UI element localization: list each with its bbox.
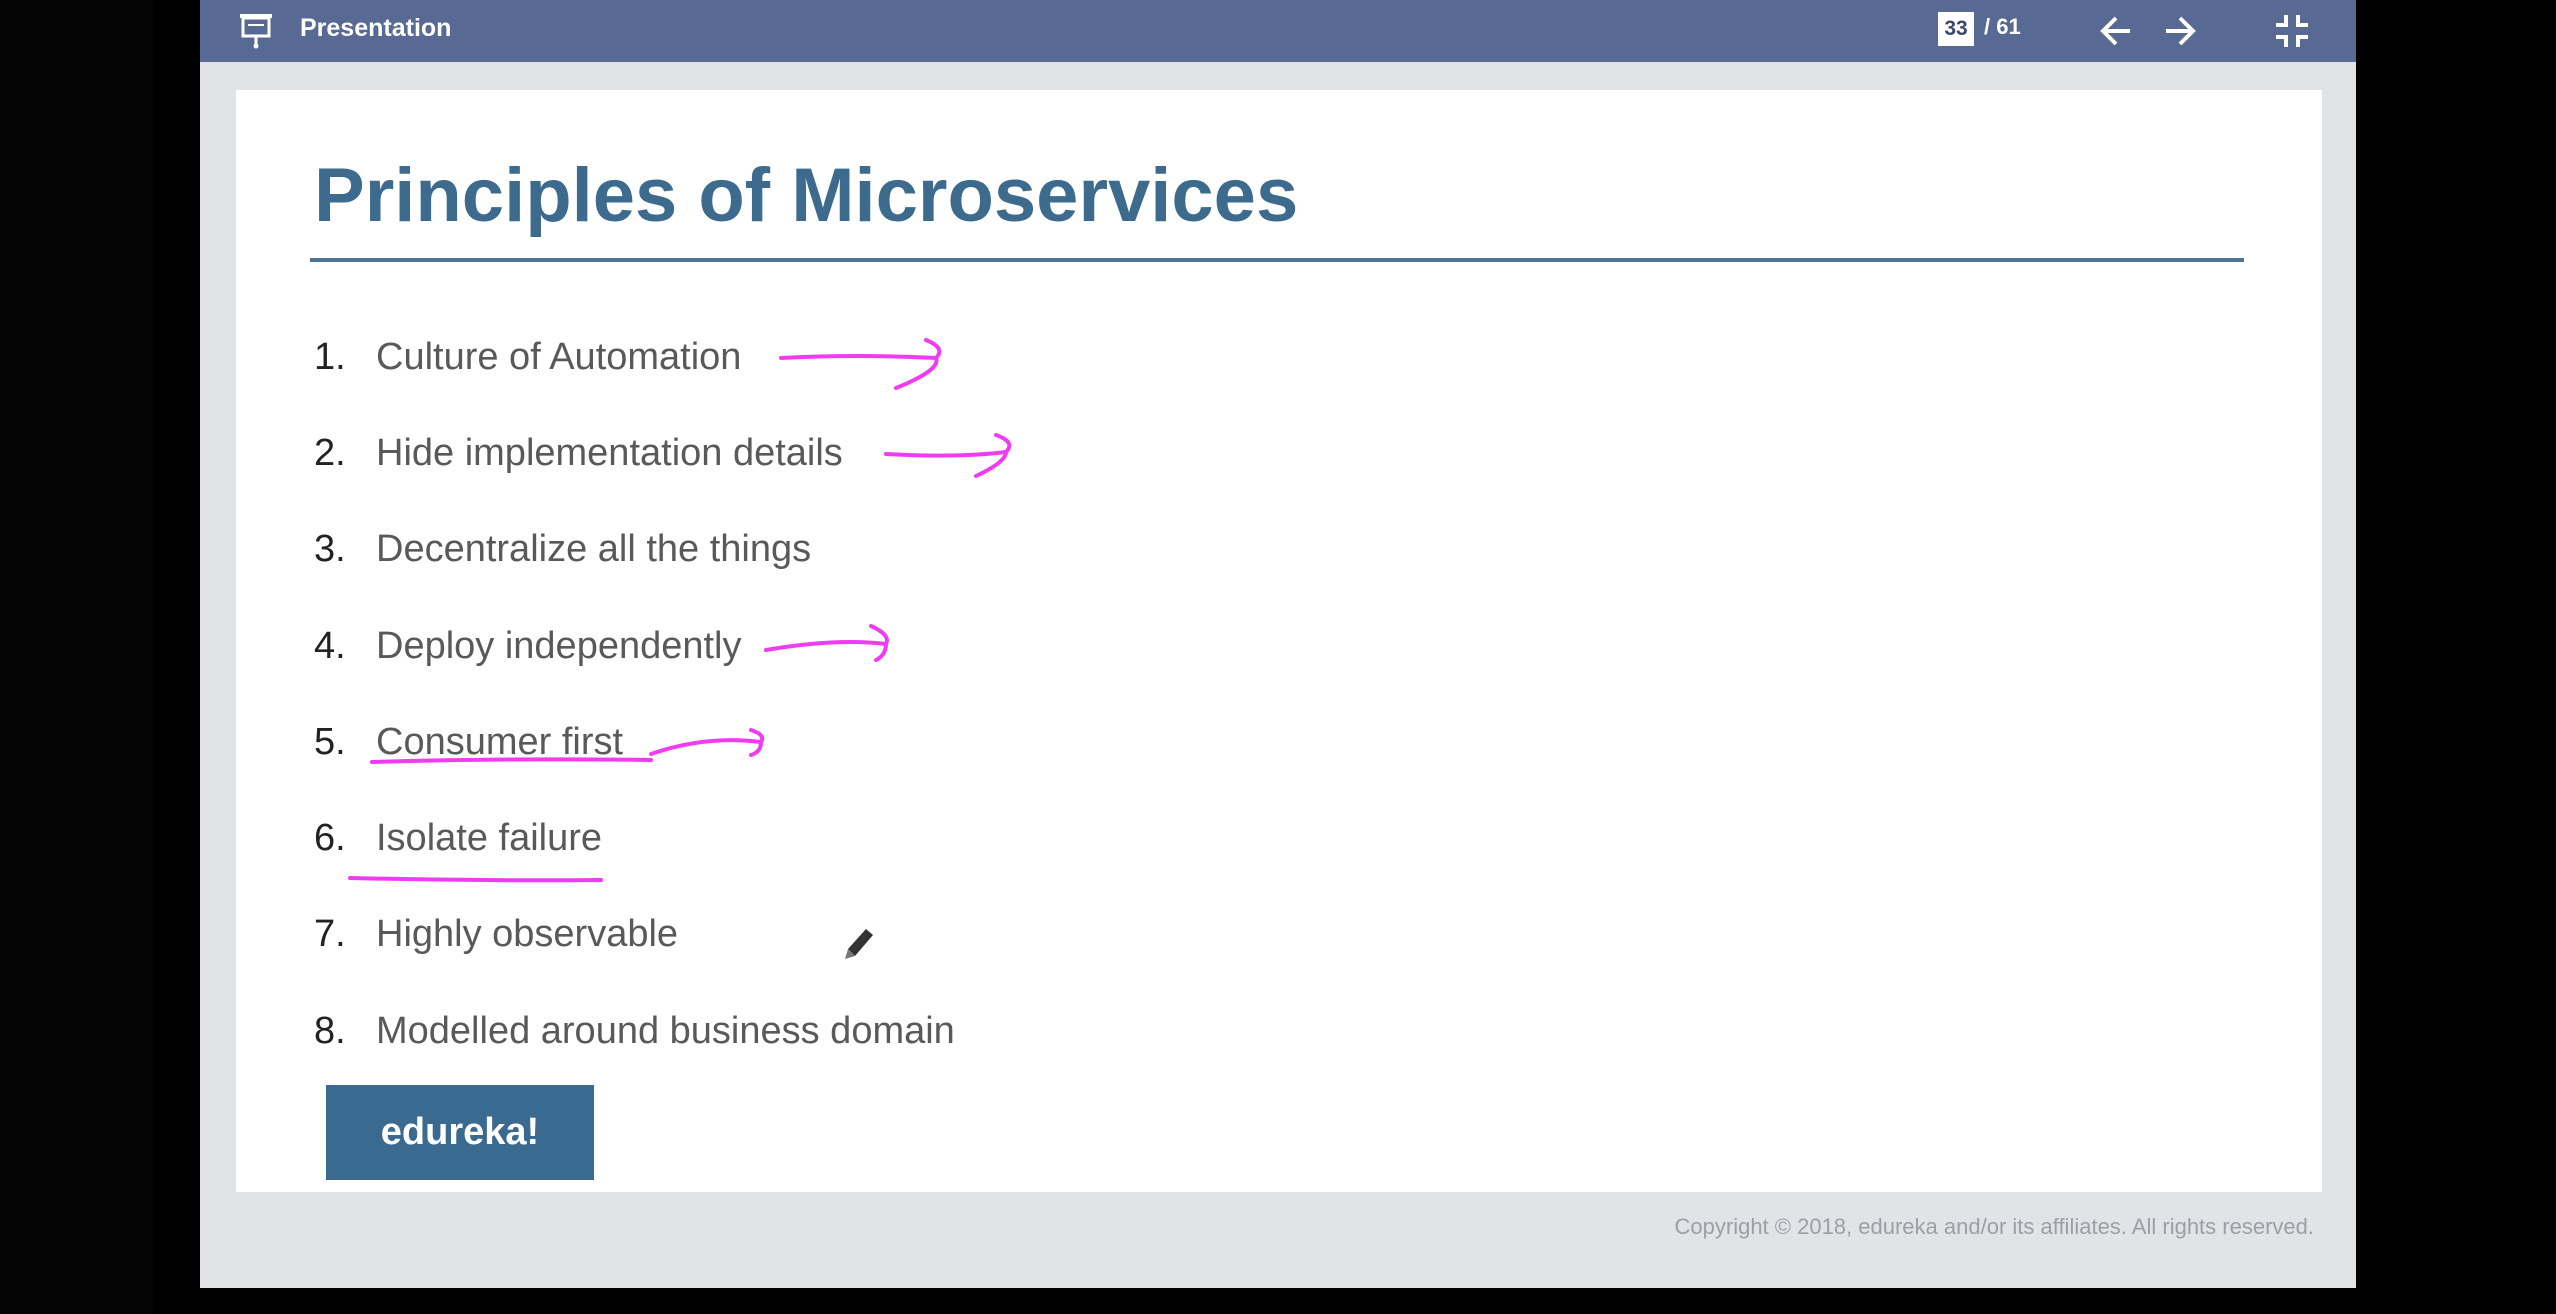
viewer-toolbar: Presentation 33 / 61 xyxy=(200,0,2356,62)
item-text: Decentralize all the things xyxy=(376,528,812,570)
annotation-arrow xyxy=(779,338,942,390)
item-text: Hide implementation details xyxy=(376,432,843,474)
item-text: Highly observable xyxy=(376,913,679,955)
presentation-viewer: Presentation 33 / 61 Principles of Micro… xyxy=(200,0,2356,1288)
item-number: 8. xyxy=(314,1010,346,1052)
edureka-logo: edureka! xyxy=(326,1085,594,1180)
annotation-arrow xyxy=(764,624,889,662)
arrow-right-icon[interactable] xyxy=(2156,8,2204,54)
item-text: Consumer first xyxy=(376,721,624,763)
viewer-title: Presentation xyxy=(300,14,452,42)
arrow-left-icon[interactable] xyxy=(2092,8,2140,54)
item-text: Culture of Automation xyxy=(376,336,742,378)
page-total: / 61 xyxy=(1984,14,2021,39)
annotation-arrow xyxy=(884,433,1012,478)
item-number: 2. xyxy=(314,432,346,474)
annotation-underline xyxy=(348,876,603,883)
page-number-input[interactable]: 33 xyxy=(1938,12,1974,46)
exit-fullscreen-icon[interactable] xyxy=(2268,8,2316,54)
right-black-bar xyxy=(2400,0,2556,1314)
item-text: Deploy independently xyxy=(376,625,742,667)
slide-title: Principles of Microservices xyxy=(314,153,1299,238)
pen-cursor-icon xyxy=(845,929,873,959)
item-number: 1. xyxy=(314,336,346,378)
item-text: Modelled around business domain xyxy=(376,1010,955,1052)
item-text: Isolate failure xyxy=(376,817,603,859)
annotation-arrow xyxy=(649,728,765,757)
title-underline xyxy=(310,258,2244,262)
left-black-bar xyxy=(0,0,154,1314)
item-number: 6. xyxy=(314,817,346,859)
slide-canvas: Principles of Microservices 1. Culture o… xyxy=(236,90,2322,1192)
item-number: 7. xyxy=(314,913,346,955)
item-number: 4. xyxy=(314,625,346,667)
presentation-icon xyxy=(240,14,272,49)
item-number: 5. xyxy=(314,721,346,763)
item-number: 3. xyxy=(314,528,346,570)
copyright-text: Copyright © 2018, edureka and/or its aff… xyxy=(1674,1214,2314,1239)
